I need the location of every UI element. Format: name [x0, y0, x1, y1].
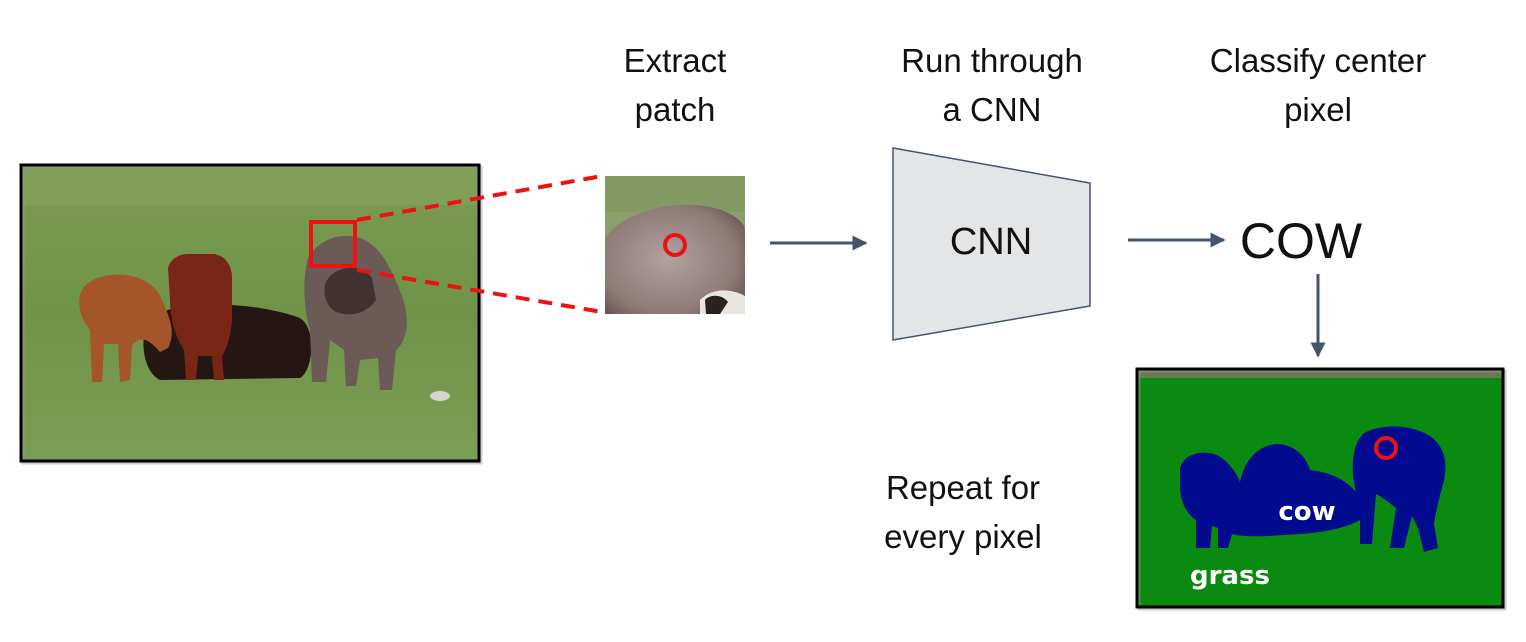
photo-cow-middle [168, 254, 232, 380]
step-label-run-line2: a CNN [942, 91, 1042, 128]
photo-shadow [21, 165, 483, 465]
prediction-label: COW [1239, 213, 1363, 269]
step-label-classify: Classify center pixel [1180, 36, 1456, 134]
cnn-block [892, 147, 1091, 341]
step-label-classify-line1: Classify center [1209, 42, 1427, 79]
segmentation-map: cow grass [1135, 367, 1507, 611]
photo-frame [19, 163, 481, 463]
step-label-extract-line1: Extract [623, 42, 727, 79]
zoom-line-top [356, 174, 603, 222]
step-label-repeat-line2: every pixel [884, 518, 1042, 555]
segmentation-frame [1135, 367, 1505, 609]
input-photo [19, 163, 483, 465]
segmentation-cow-label: cow [1278, 497, 1335, 527]
step-label-repeat-line1: Repeat for [885, 469, 1041, 506]
step-label-extract: Extract patch [560, 36, 790, 134]
step-label-run: Run through a CNN [860, 36, 1124, 134]
patch-dark-spot [705, 295, 728, 314]
segmentation-shadow [1137, 369, 1507, 611]
step-label-run-line1: Run through [901, 42, 1083, 79]
patch-fur [605, 204, 745, 314]
step-label-repeat: Repeat for every pixel [840, 463, 1086, 561]
photo-cow-right-head [324, 267, 376, 315]
segmentation-center-marker [1374, 436, 1398, 460]
patch-selector [309, 220, 357, 268]
step-label-classify-line2: pixel [1284, 91, 1352, 128]
zoom-line-bottom [356, 268, 603, 314]
cnn-label: CNN [949, 221, 1033, 263]
segmentation-grass-label: grass [1190, 561, 1270, 591]
extracted-patch [605, 176, 745, 314]
photo-background-field [21, 165, 479, 205]
segmentation-top-strip [1137, 369, 1503, 378]
photo-stone [430, 391, 450, 401]
patch-center-marker [663, 233, 687, 257]
step-label-extract-line2: patch [634, 91, 716, 128]
photo-calf-left [79, 274, 172, 382]
